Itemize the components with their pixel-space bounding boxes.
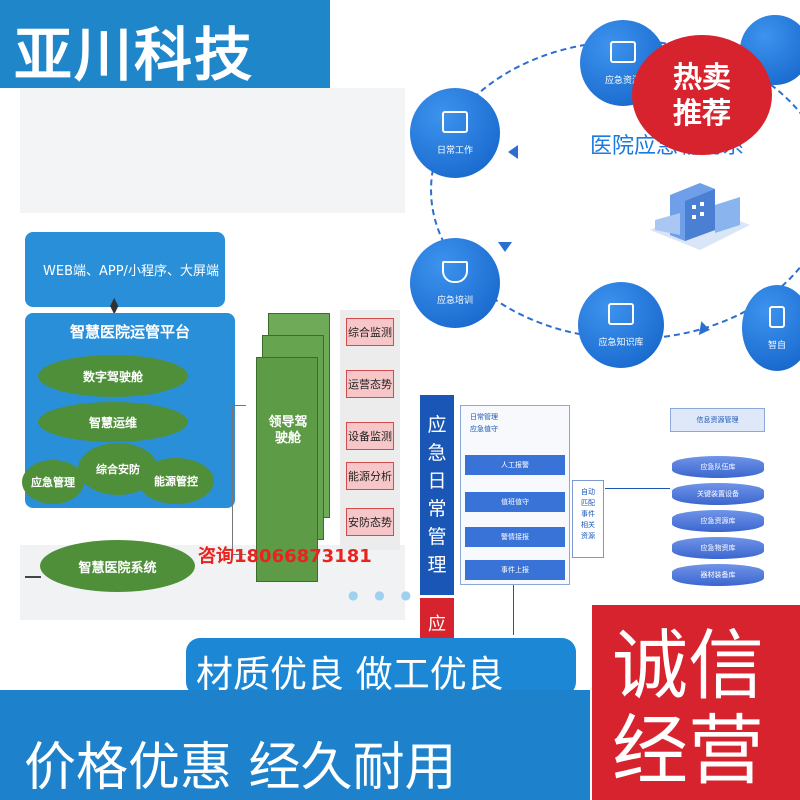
side-char: 管 [427,526,447,548]
platform-box: WEB端、APP/小程序、大屏端 [25,232,225,307]
node-knowledge-base: 应急知识库 [578,282,664,368]
brand-banner [0,0,330,88]
flow-step: 值班值守 [465,492,565,512]
cycle-arrow-icon [698,321,712,337]
connector-line [605,488,670,489]
database-cylinder: 应急资源库 [672,510,764,532]
cockpit-sheet-front [256,357,318,582]
price-banner [0,690,590,800]
badge-line2: 推荐 [672,96,731,130]
honest-badge-text: 诚信 经营 [612,623,764,793]
hospital-building-icon [650,183,750,250]
auto-text: 匹配 [581,499,595,507]
flow-head-duty: 应急值守 [470,425,498,433]
hospital-system: 智慧医院系统 [40,540,195,592]
node-partial-bottom: 智自 [742,285,800,371]
tag-equipment: 设备监测 [346,422,394,450]
leader-cockpit-label: 领导驾驶舱 [268,415,308,446]
node-label: 应急资源 [604,75,641,86]
badge-line1: 热卖 [672,60,731,94]
auto-text: 相关 [581,521,595,529]
database-cylinder: 应急队伍库 [672,456,764,478]
database-cylinder: 应急物资库 [672,537,764,559]
monitor-icon [442,110,468,133]
tag-security: 安防态势 [346,508,394,536]
auto-text: 自动 [581,488,595,496]
consult-phone: 咨询18066873181 [198,546,372,567]
device-icon [769,305,785,328]
side-char: 急 [427,442,447,464]
flow-step: 事件上报 [465,560,565,580]
arrow-line [25,576,41,578]
honest-line2: 经营 [612,706,764,795]
side-char: 理 [427,554,447,576]
pagination-dots: ● ● ● [348,588,418,602]
node-training: 应急培训 [410,238,500,328]
info-resource-title: 信息资源管理 [670,408,765,432]
bracket-connector [232,405,246,555]
flow-step: 警情接报 [465,527,565,547]
side-char: 应 [427,414,447,436]
cycle-arrow-icon [498,242,512,252]
module-emergency: 应急管理 [22,460,84,504]
box-icon [610,40,636,63]
flow-head-daily: 日常管理 [470,413,498,421]
tag-energy: 能源分析 [346,462,394,490]
flow-step: 人工报警 [465,455,565,475]
tag-monitoring: 综合监测 [346,318,394,346]
left-top-panel [20,88,405,213]
node-label: 应急培训 [436,295,473,306]
tag-operations: 运营态势 [346,370,394,398]
auto-match-box: 自动 匹配 事件 相关 资源 [572,480,604,558]
honest-badge [592,605,800,800]
connector-line [513,585,514,635]
honest-line1: 诚信 [612,621,764,710]
auto-text: 事件 [581,510,595,518]
module-smart-maintenance: 智慧运维 [38,402,188,442]
cycle-arrow-icon [508,145,518,159]
module-digital-cockpit: 数字驾驶舱 [38,355,188,397]
database-cylinder: 关键装置设备 [672,483,764,505]
quality-banner-text: 材质优良 做工优良 [196,653,504,696]
double-arrow-icon: ▲▼ [110,295,119,316]
hot-sale-badge: 热卖 推荐 [632,35,772,155]
module-energy: 能源管控 [138,458,214,504]
node-label: 智自 [767,340,786,351]
graduation-cap-icon [442,260,468,283]
database-cylinder: 器材装备库 [672,564,764,586]
side-char: 常 [427,498,447,520]
node-daily-work: 日常工作 [410,88,500,178]
quality-banner [186,638,576,696]
brand-title: 亚川科技 [14,21,255,89]
side-char: 日 [427,470,447,492]
price-banner-text: 价格优惠 经久耐用 [24,738,457,798]
node-label: 日常工作 [436,145,473,156]
daily-management-label: 应 急 日 常 管 理 [420,395,454,595]
node-label: 应急知识库 [598,337,644,348]
emergency-label: 应 [420,598,454,643]
auto-text: 资源 [581,532,595,540]
book-icon [608,302,634,325]
